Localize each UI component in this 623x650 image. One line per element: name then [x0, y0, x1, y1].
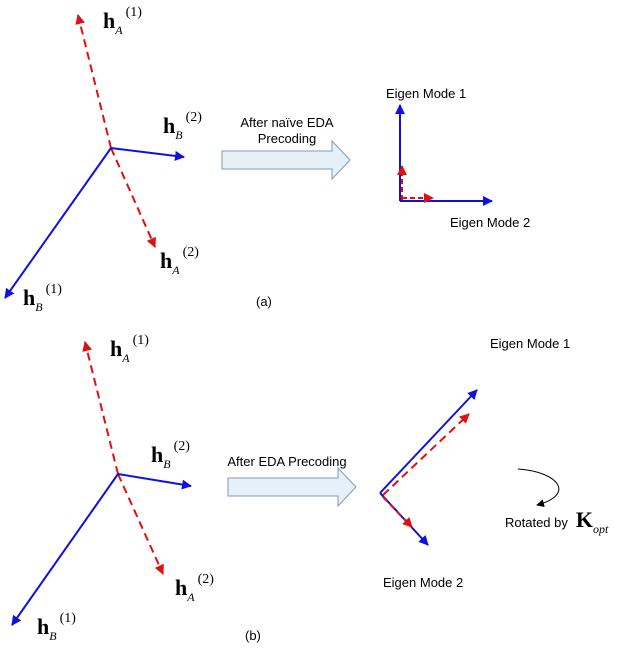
eigen-mode-1-label-a: Eigen Mode 1 [386, 86, 466, 101]
label-hB2-b: hB(2) [151, 439, 190, 471]
rotation-arrow [517, 468, 560, 508]
vector-hB2-a [110, 147, 185, 161]
vector-hA1-a [75, 14, 112, 149]
panel-b: hA(1) hB(2) hA(2) hB(1) After EDA Precod… [11, 333, 609, 643]
eigen-mode-1-axis-b [379, 389, 478, 494]
eigen-mode-2-label-a: Eigen Mode 2 [450, 215, 530, 230]
precoding-text-a-line1: After naïve EDA [240, 115, 334, 130]
caption-b: (b) [245, 628, 261, 643]
label-hA2-b: hA(2) [175, 572, 214, 604]
panel-b-channel-vectors [11, 341, 192, 626]
vector-hA2-b [117, 473, 164, 575]
eigen-mode-1-label-b: Eigen Mode 1 [490, 336, 570, 351]
precoding-text-a-line2: Precoding [258, 131, 317, 146]
vector-hA1-b [82, 341, 119, 475]
eigen-axes-a [395, 104, 493, 206]
label-hA1-b: hA(1) [110, 333, 149, 365]
eigen-axes-b [379, 389, 478, 546]
panel-a: hA(1) hB(2) hA(2) hB(1) After naïve EDA … [4, 5, 530, 314]
caption-a: (a) [256, 294, 272, 309]
label-hB2-a: hB(2) [163, 110, 202, 142]
eigen-mode-2-label-b: Eigen Mode 2 [383, 575, 463, 590]
label-hB1-b: hB(1) [37, 611, 76, 643]
label-hB1-a: hB(1) [23, 282, 62, 314]
precoding-text-b: After EDA Precoding [227, 454, 346, 469]
label-hA1-a: hA(1) [103, 5, 142, 37]
panel-a-channel-vectors [4, 14, 185, 299]
label-hA2-a: hA(2) [160, 245, 199, 277]
precoding-arrow-b [227, 466, 357, 508]
vector-hB1-b [11, 473, 119, 626]
vector-hA2-a [110, 147, 156, 248]
projected-vector-b1 [382, 413, 470, 496]
vector-hB2-b [117, 473, 192, 490]
precoding-arrow-a [221, 139, 351, 181]
vector-hB1-a [4, 147, 112, 299]
projected-vector-b2 [382, 496, 413, 528]
